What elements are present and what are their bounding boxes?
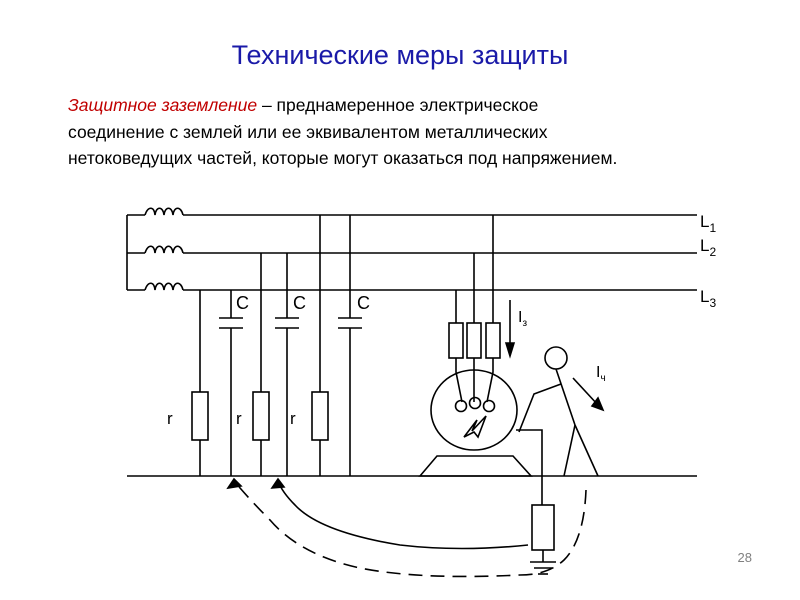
l2-branch (252, 253, 299, 476)
return-current-paths (226, 477, 587, 578)
resistor-label-3: r (290, 409, 296, 428)
return-path-inner (277, 480, 529, 550)
inductor-l1 (144, 207, 184, 216)
person-head (544, 346, 568, 370)
capacitor-label-3: C (357, 293, 370, 313)
body-current-label: Iч (596, 364, 606, 384)
definition-text: Защитное заземление – преднамеренное эле… (68, 92, 788, 172)
fuse-1 (448, 322, 464, 359)
slide-title: Технические меры защиты (231, 40, 569, 70)
phase-wire-l2 (127, 245, 697, 254)
definition-line-3: нетоковедущих частей, которые могут оказ… (68, 148, 618, 168)
resistor-3 (311, 391, 329, 441)
electric-motor (418, 369, 533, 477)
phase-label-l1: L1 (700, 212, 716, 235)
phase-label-l2: L2 (700, 236, 716, 259)
grounding-resistor (531, 504, 555, 551)
ground-fault-current-arrow (504, 300, 516, 359)
inductor-l3 (144, 282, 184, 291)
capacitor-label-2: C (293, 293, 306, 313)
grounding-conductor (516, 429, 556, 575)
phase-label-l3: L3 (700, 287, 716, 310)
fuse-3 (485, 322, 501, 359)
return-path-outer (233, 480, 587, 578)
motor-terminal-1 (454, 399, 468, 413)
fault-icon (463, 415, 487, 439)
resistor-1 (191, 391, 209, 441)
phase-wire-l3 (127, 282, 697, 291)
capacitor-label-1: C (236, 293, 249, 313)
motor-base (418, 455, 533, 477)
motor-supply (448, 215, 501, 403)
l3-branch (191, 290, 243, 476)
l1-branch (311, 215, 362, 476)
motor-terminal-3 (482, 399, 496, 413)
resistor-label-1: r (167, 409, 173, 428)
body-current-arrow (572, 377, 605, 412)
definition-term: Защитное заземление (68, 95, 258, 115)
definition-line-1: – преднамеренное электрическое (257, 95, 539, 115)
inductor-l2 (144, 245, 184, 254)
page-number: 28 (737, 550, 752, 565)
definition-line-2: соединение с землей или ее эквивалентом … (68, 121, 548, 142)
resistor-label-2: r (236, 409, 242, 428)
person-figure (518, 346, 599, 477)
resistor-2 (252, 391, 270, 441)
motor-terminal-2 (468, 396, 482, 410)
fuse-2 (466, 322, 482, 359)
phase-wire-l1 (127, 207, 697, 216)
ground-current-label: Iз (518, 309, 527, 329)
